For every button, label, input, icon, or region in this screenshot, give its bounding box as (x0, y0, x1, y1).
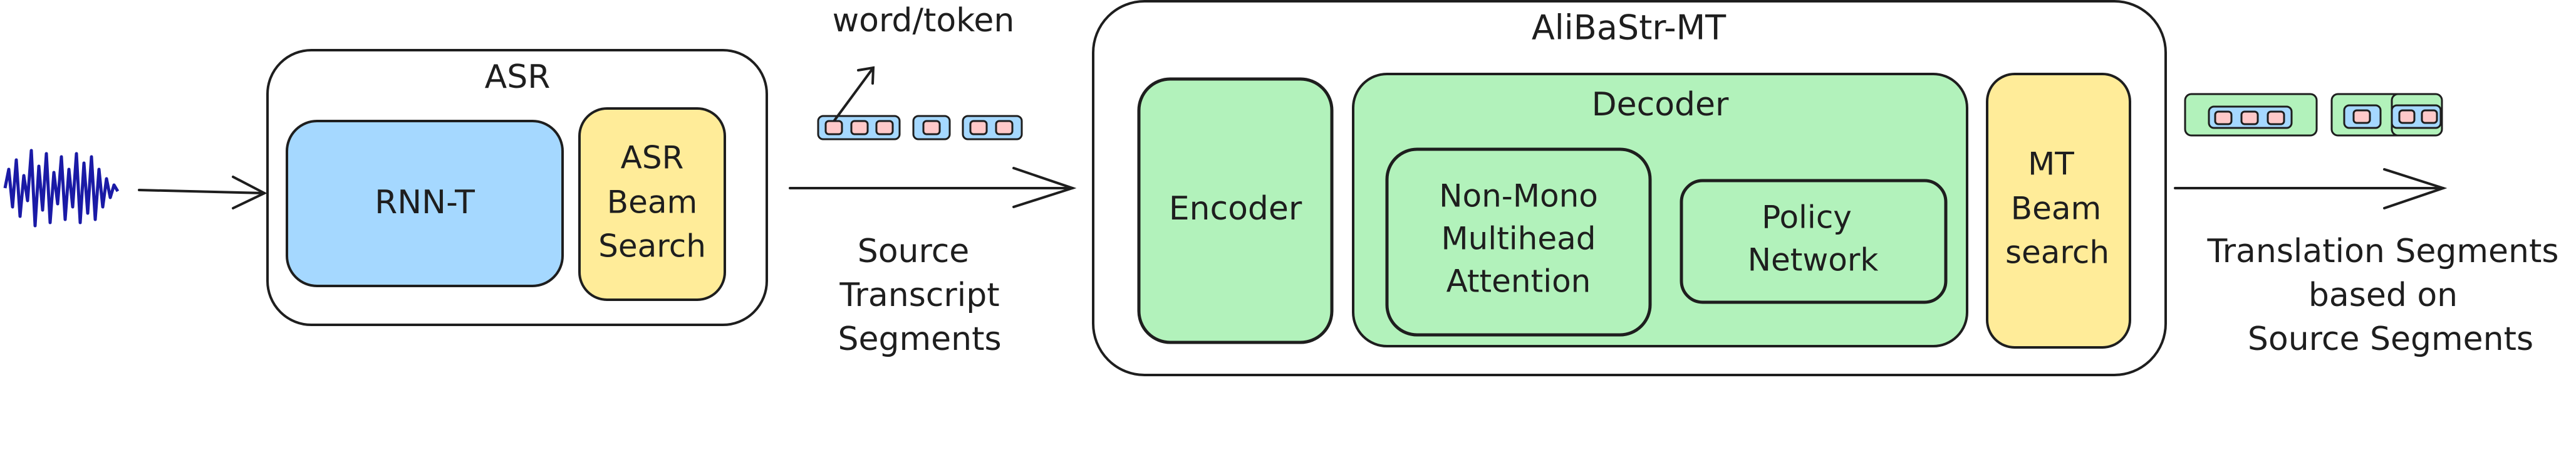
arrow-asr-to-mt (789, 167, 1077, 208)
attention-line-1: Non-Mono (1439, 178, 1598, 214)
mt-beam-line-2: Beam (2011, 191, 2101, 227)
policy-line-1: Policy (1762, 199, 1852, 236)
translation-caption-line-3: Source Segments (2248, 320, 2533, 358)
asr-beam-line-2: Beam (607, 184, 697, 221)
policy-network-block: Policy Network (1680, 179, 1948, 304)
token (2421, 109, 2438, 124)
attention-line-2: Multihead (1441, 221, 1596, 257)
asr-beam-search-block: ASR Beam Search (578, 107, 726, 301)
source-caption-line-3: Segments (838, 320, 1001, 358)
audio-waveform-icon (3, 149, 120, 228)
encoder-label: Encoder (1169, 190, 1302, 228)
token (850, 120, 869, 135)
attention-block: Non-Mono Multihead Attention (1385, 147, 1652, 337)
decoder-title: Decoder (1592, 86, 1729, 124)
source-segments (817, 115, 1023, 140)
translation-caption-line-2: based on (2309, 277, 2458, 314)
source-caption-line-1: Source (858, 233, 970, 270)
mt-beam-line-3: search (2005, 235, 2109, 271)
source-caption-line-2: Transcript (839, 277, 999, 314)
mt-beam-line-1: MT (2028, 146, 2074, 182)
token (2398, 109, 2416, 124)
arrow-mt-to-output (2174, 168, 2448, 209)
translation-caption-line-1: Translation Segments (2207, 233, 2559, 270)
attention-line-3: Attention (1446, 263, 1591, 300)
source-caption: Source Transcript Segments (838, 233, 1001, 358)
token (995, 120, 1014, 135)
token (2240, 110, 2259, 125)
token (2352, 109, 2371, 124)
token (824, 120, 843, 135)
alibastr-title: AliBaStr-MT (1532, 8, 1727, 48)
token (922, 120, 941, 135)
rnnt-block: RNN-T (286, 120, 564, 287)
arrow-audio-to-asr (138, 176, 267, 209)
translation-segments (2184, 93, 2443, 137)
asr-beam-line-1: ASR (621, 140, 684, 176)
policy-line-2: Network (1748, 242, 1879, 278)
token (969, 120, 988, 135)
token (2214, 110, 2233, 125)
token-annotation: word/token (833, 2, 1015, 40)
token (875, 120, 894, 135)
asr-title: ASR (485, 58, 551, 96)
encoder-block: Encoder (1137, 77, 1334, 344)
token (2267, 110, 2285, 125)
translation-caption: Translation Segments based on Source Seg… (2207, 233, 2559, 358)
token-pointer-arrow (833, 66, 875, 122)
mt-beam-search-block: MT Beam search (1986, 73, 2131, 349)
asr-beam-line-3: Search (598, 228, 706, 265)
rnnt-label: RNN-T (375, 184, 475, 221)
